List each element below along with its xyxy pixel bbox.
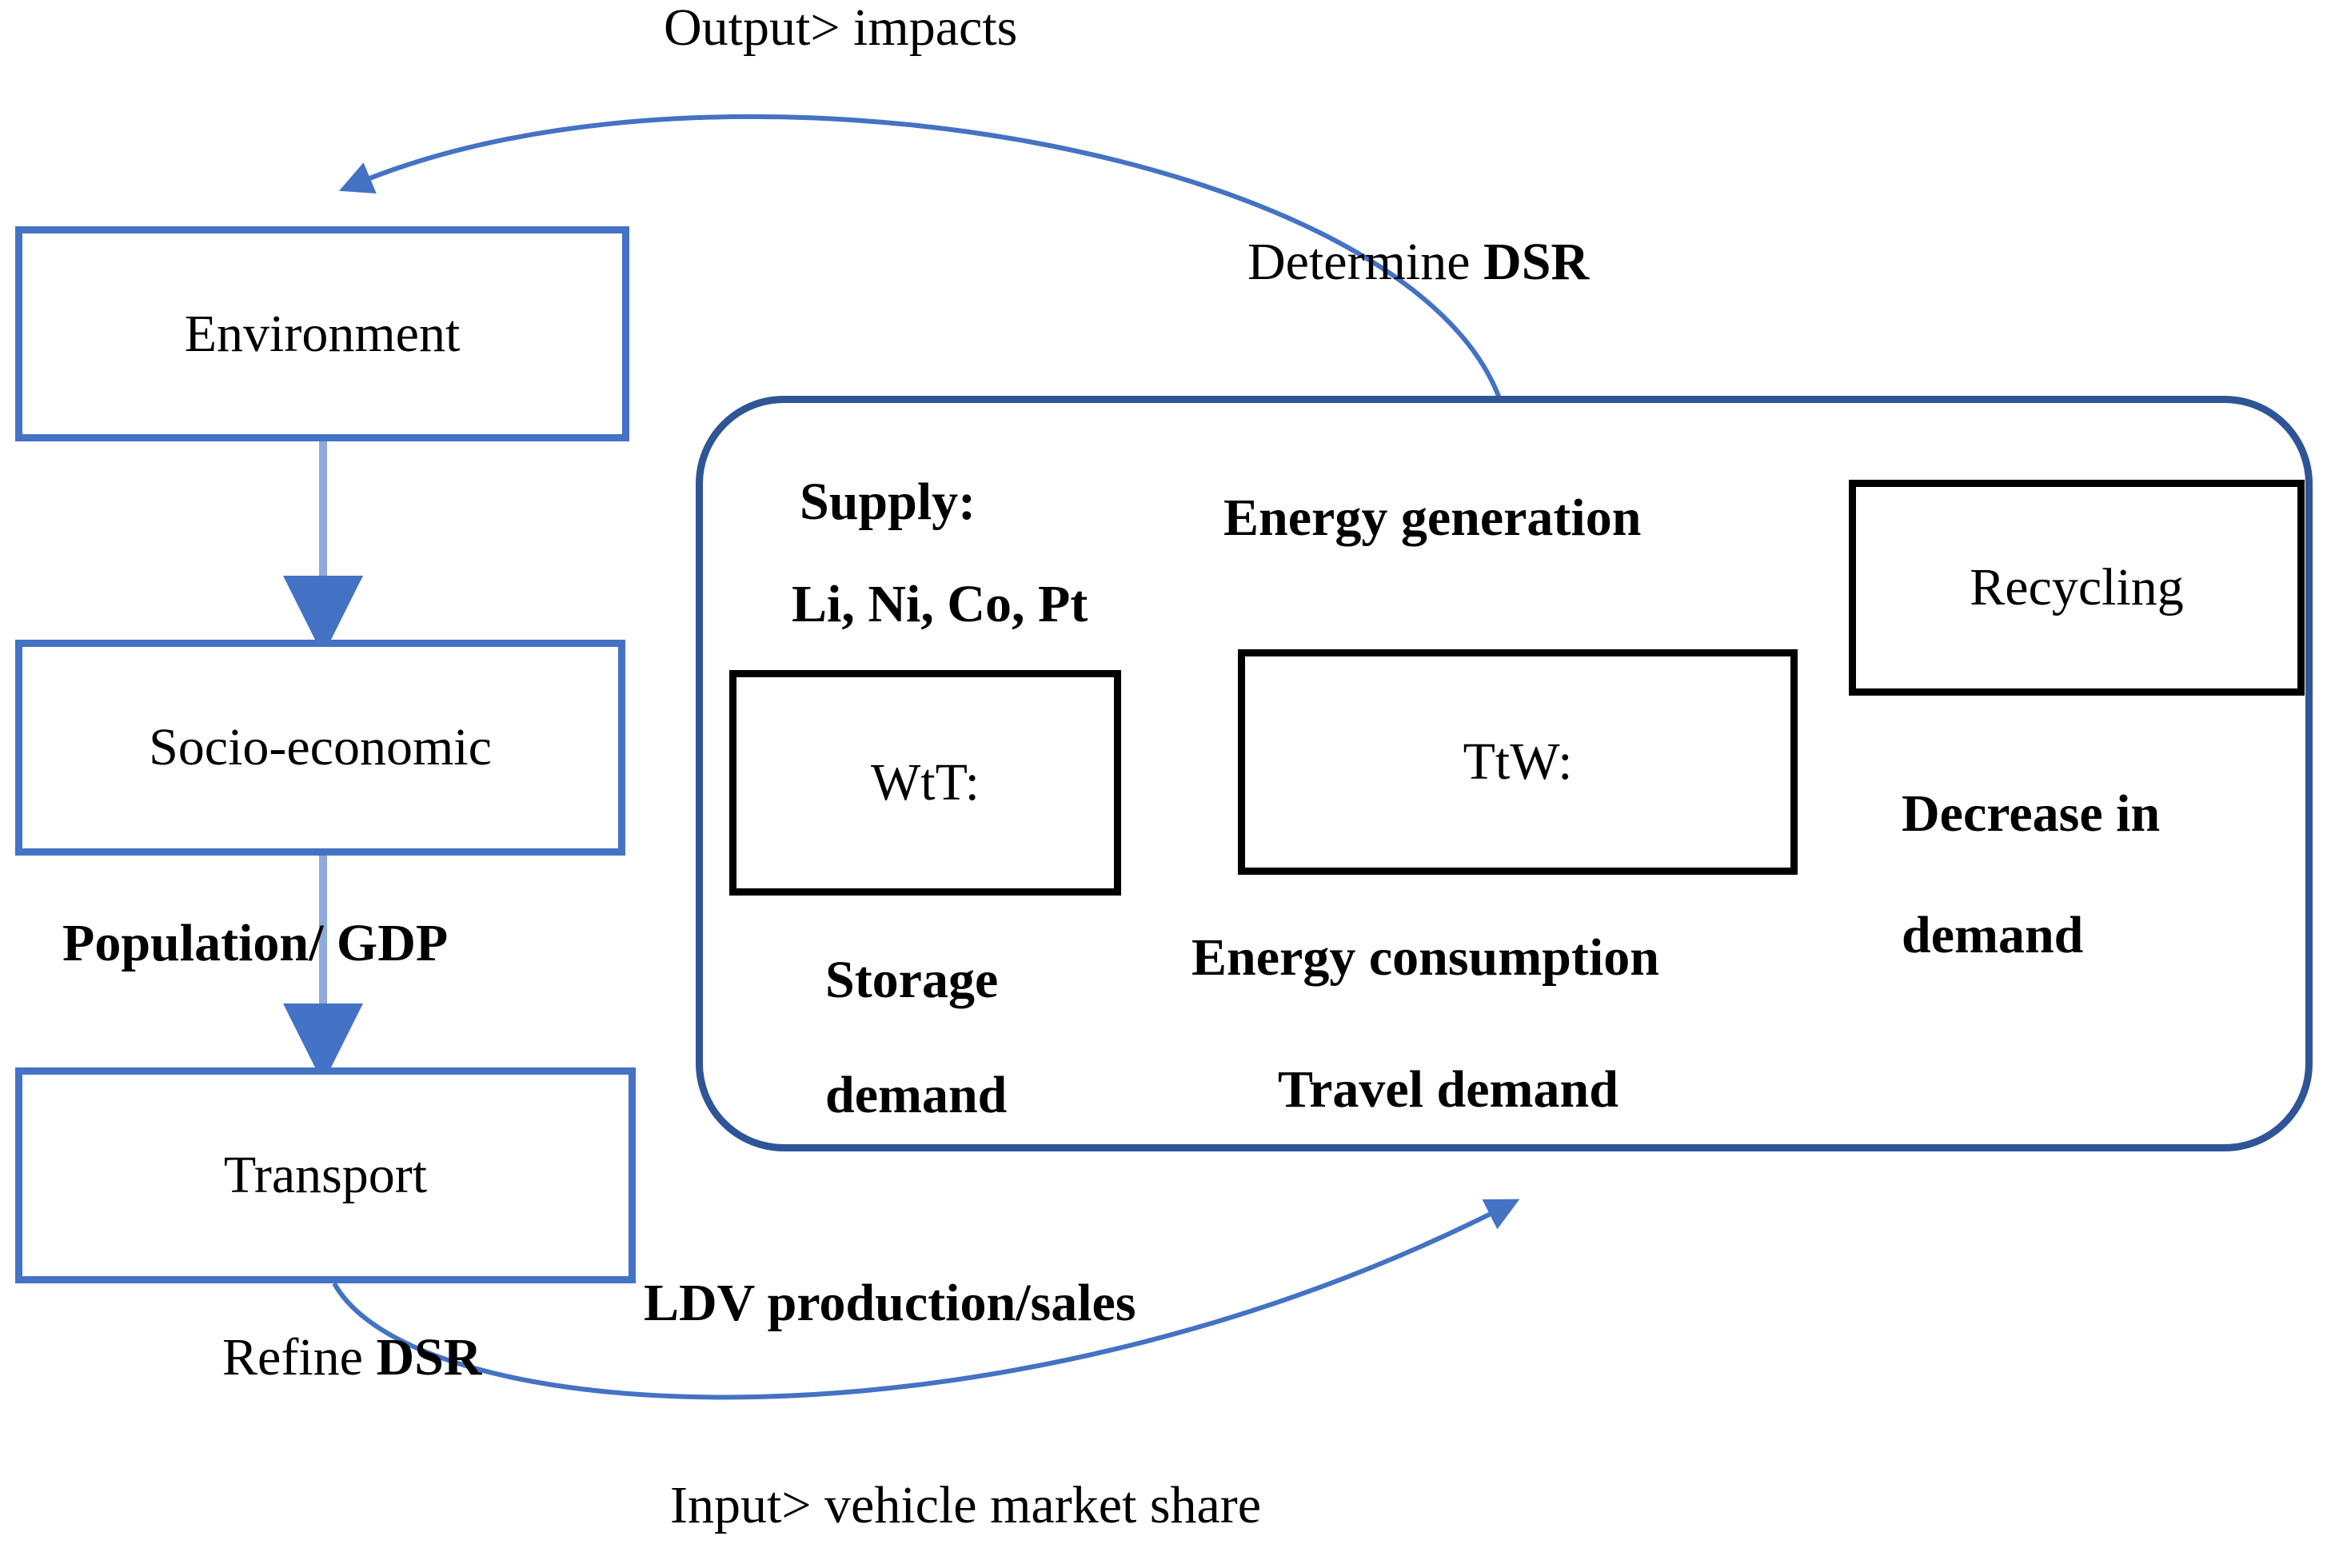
process-box-ttw[interactable]: TtW: bbox=[1238, 649, 1798, 875]
process-box-wtt[interactable]: WtT: bbox=[729, 670, 1121, 896]
label-input-vehicle-market-share: Input> vehicle market share bbox=[670, 1476, 1262, 1534]
process-box-recycling-label: Recycling bbox=[1970, 558, 2184, 616]
process-box-wtt-label: WtT: bbox=[871, 753, 980, 812]
flow-box-transport-label: Transport bbox=[223, 1146, 428, 1204]
label-materials: Li, Ni, Co, Pt bbox=[792, 575, 1088, 633]
label-refine-prefix: Refine bbox=[222, 1328, 377, 1386]
label-decrease-in-demand-line1: Decrease in bbox=[1902, 784, 2161, 843]
label-supply: Supply: bbox=[800, 473, 976, 531]
flow-box-socio-economic-label: Socio-economic bbox=[149, 718, 492, 776]
label-output-impacts: Output> impacts bbox=[664, 0, 1018, 57]
flow-box-environment-label: Environment bbox=[184, 304, 461, 363]
label-storage-demand-line2: demand bbox=[825, 1066, 1008, 1124]
label-storage-demand-line1: Storage bbox=[825, 951, 999, 1009]
flow-box-transport[interactable]: Transport bbox=[15, 1067, 636, 1283]
label-population-gdp: Population/ GDP bbox=[62, 914, 449, 972]
label-determine-prefix: Determine bbox=[1247, 233, 1484, 291]
process-box-recycling[interactable]: Recycling bbox=[1849, 480, 2305, 696]
label-ldv-production-sales: LDV production/sales bbox=[644, 1274, 1136, 1332]
label-energy-consumption: Energy consumption bbox=[1191, 928, 1659, 987]
process-box-ttw-label: TtW: bbox=[1463, 732, 1573, 791]
label-determine-dsr-bold: DSR bbox=[1483, 233, 1590, 291]
label-determine-dsr: Determine DSR bbox=[1247, 232, 1589, 293]
label-energy-generation: Energy generation bbox=[1223, 489, 1642, 547]
system-boundary-panel bbox=[696, 396, 2313, 1151]
flow-box-socio-economic[interactable]: Socio-economic bbox=[15, 640, 625, 856]
label-refine-dsr: Refine DSR bbox=[222, 1327, 481, 1388]
label-decrease-in-demand-line2: demand bbox=[1902, 906, 2084, 964]
label-travel-demand: Travel demand bbox=[1278, 1060, 1619, 1119]
label-refine-dsr-bold: DSR bbox=[376, 1328, 482, 1386]
flow-box-environment[interactable]: Environment bbox=[15, 226, 629, 441]
